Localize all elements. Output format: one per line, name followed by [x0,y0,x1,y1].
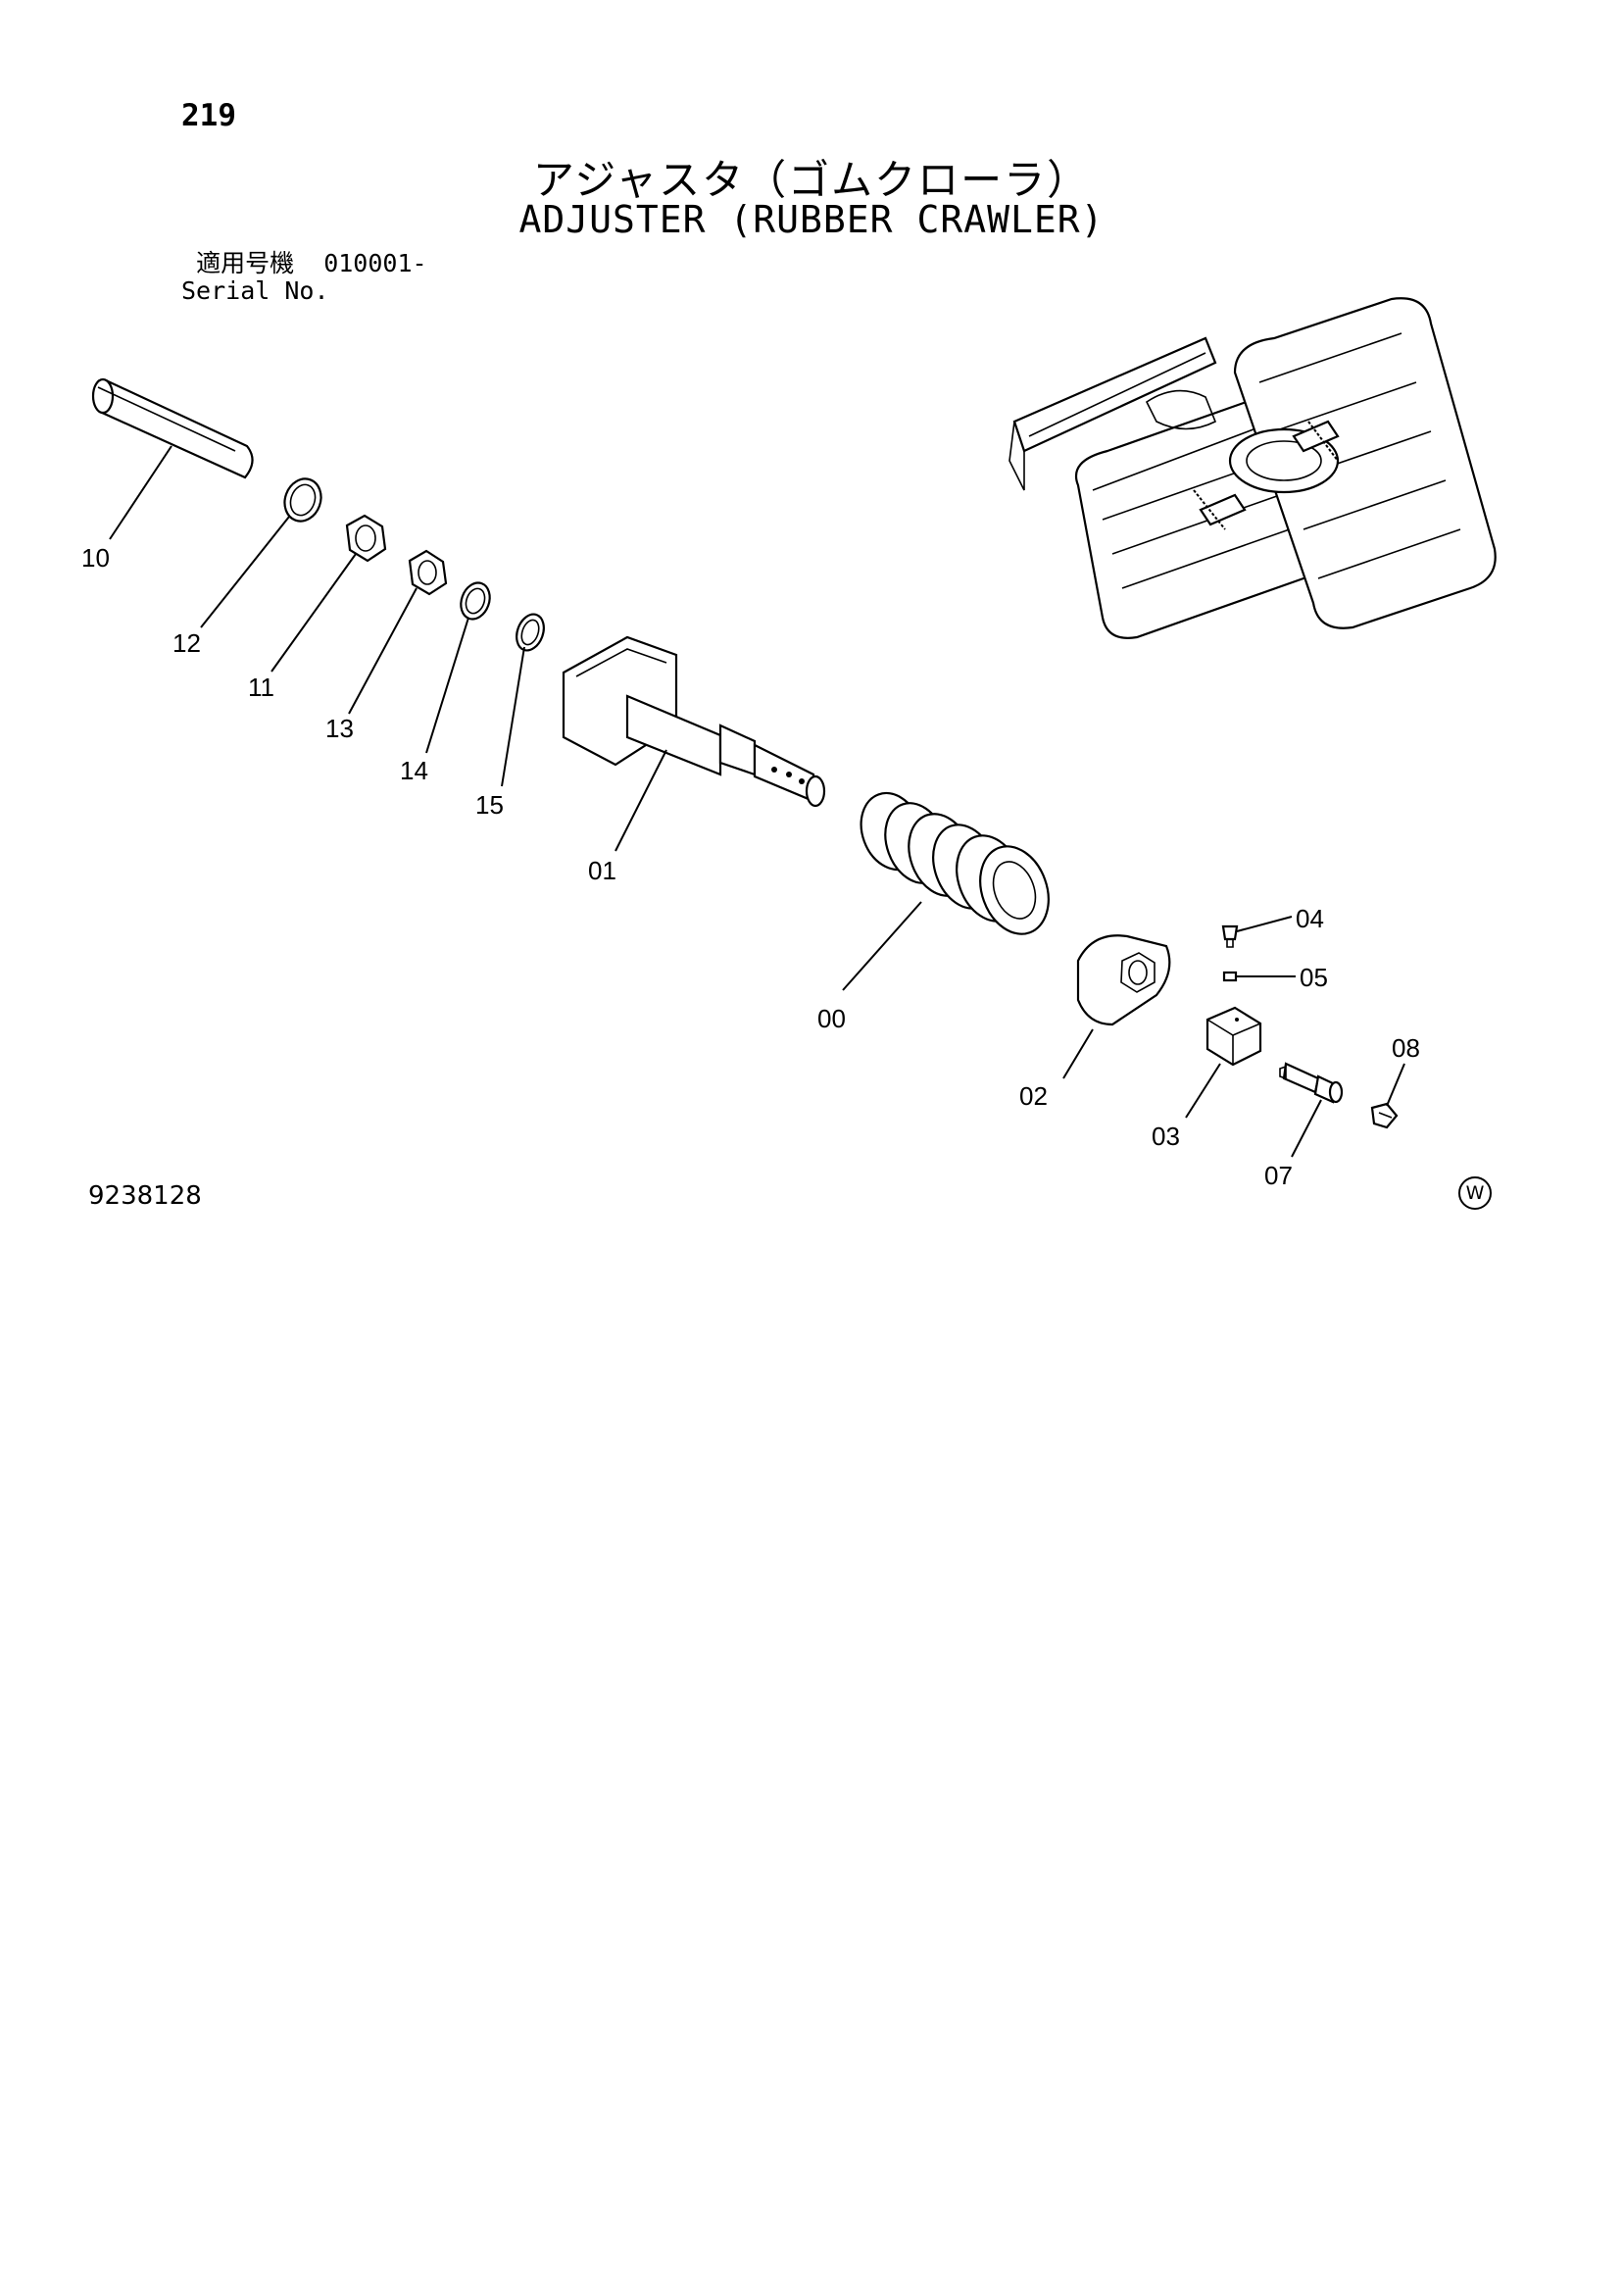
leader-07 [1291,1099,1322,1158]
serial-label-jp: 適用号機 [196,249,295,277]
callout-08: 08 [1392,1033,1420,1063]
callout-10: 10 [81,543,110,573]
leader-12 [200,516,290,628]
leader-04 [1236,916,1293,932]
callout-03: 03 [1152,1122,1180,1151]
callout-04: 04 [1296,904,1324,933]
callout-07: 07 [1264,1161,1293,1190]
leader-03 [1185,1063,1221,1119]
reference-undercarriage-illustration [1008,297,1497,639]
callout-12: 12 [172,628,201,658]
part-nut-11 [345,514,387,563]
serial-value: 010001- [323,249,427,277]
leader-10 [109,445,172,540]
leader-14 [425,617,469,754]
leader-15 [501,646,525,787]
callout-14: 14 [400,756,428,785]
part-spring-00 [860,791,1050,935]
callout-05: 05 [1300,963,1328,992]
part-washer-14 [460,581,491,621]
serial-block: 適用号機 010001- Serial No. [181,250,427,305]
drawing-number: 9238128 [88,1181,202,1211]
part-cap-08 [1370,1102,1399,1129]
title-english: ADJUSTER (RUBBER CRAWLER) [518,198,1105,241]
page-number: 219 [181,98,236,133]
part-snap-ring-15 [516,613,545,652]
part-pin-10 [91,377,254,479]
part-grease-fitting-04 [1221,924,1239,948]
leader-13 [348,587,418,715]
callout-11: 11 [248,673,274,702]
leader-01 [615,749,667,852]
part-nut-13 [408,549,448,596]
callout-01: 01 [588,856,616,885]
callout-15: 15 [475,790,504,820]
leader-08 [1386,1063,1405,1107]
leader-11 [270,553,357,673]
part-valve-07 [1279,1062,1344,1104]
serial-label-en: Serial No. [181,276,329,305]
part-bracket-02 [1076,934,1171,1026]
part-snap-ring-12 [283,477,322,523]
part-adjuster-rod-01 [562,635,826,808]
title-japanese: アジャスタ（ゴムクローラ） [532,156,1091,204]
callout-13: 13 [325,714,354,743]
leader-02 [1062,1028,1094,1079]
leader-00 [842,901,922,991]
callout-00: 00 [817,1004,846,1033]
callout-02: 02 [1019,1081,1048,1111]
part-washer-05 [1222,971,1238,982]
part-hex-nut-03 [1205,1006,1262,1067]
corner-mark: W [1458,1176,1492,1210]
leader-lines [109,445,1405,1158]
serial-row-jp: 適用号機 010001- [181,249,427,277]
callout-numbers: 10 12 11 13 14 15 01 00 02 03 04 05 07 0… [81,543,1420,1190]
